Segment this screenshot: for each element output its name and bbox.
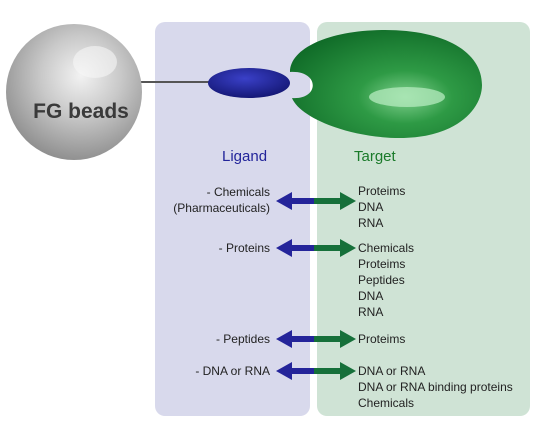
arrow-row-3 [276, 330, 356, 348]
target-item: DNA [358, 200, 384, 214]
target-item: RNA [358, 216, 384, 230]
target-heading: Target [354, 148, 396, 165]
target-highlight [369, 87, 445, 107]
target-list-4: DNA or RNA DNA or RNA binding proteins C… [358, 363, 513, 411]
target-item: Proteims [358, 257, 406, 271]
target-list-3: Proteims [358, 331, 405, 347]
arrow-row-2 [276, 239, 356, 257]
arrow-row-4 [276, 362, 356, 380]
target-item: Peptides [358, 273, 405, 287]
target-list-1: Proteims DNA RNA [358, 183, 405, 231]
fg-beads-label: FG beads [33, 100, 129, 123]
ligand-item-2-line-1: - Proteins [218, 241, 270, 255]
ligand-molecule [208, 68, 290, 98]
target-item: DNA or RNA binding proteins [358, 380, 513, 394]
arrow-row-1 [276, 192, 356, 210]
ligand-item-4: - DNA or RNA [195, 363, 270, 379]
ligand-heading: Ligand [222, 148, 268, 165]
target-item: Proteims [358, 184, 406, 198]
target-item: Proteims [358, 332, 406, 346]
target-item: DNA [358, 289, 384, 303]
ligand-item-1-line-2: (Pharmaceuticals) [173, 201, 270, 215]
ligand-item-2: - Proteins [219, 240, 270, 256]
target-item: RNA [358, 305, 384, 319]
target-list-2: Chemicals Proteims Peptides DNA RNA [358, 240, 414, 320]
target-molecule [290, 30, 482, 138]
fg-bead-highlight [73, 46, 117, 78]
ligand-item-4-line-1: - DNA or RNA [195, 364, 270, 378]
ligand-item-1-line-1: - Chemicals [206, 185, 270, 199]
ligand-item-3-line-1: - Peptides [215, 332, 270, 346]
target-item: Chemicals [358, 241, 415, 255]
ligand-item-3: - Peptides [216, 331, 270, 347]
ligand-item-1: - Chemicals (Pharmaceuticals) [173, 184, 270, 216]
fg-bead [6, 24, 142, 160]
target-item: DNA or RNA [358, 364, 426, 378]
target-item: Chemicals [358, 396, 415, 410]
